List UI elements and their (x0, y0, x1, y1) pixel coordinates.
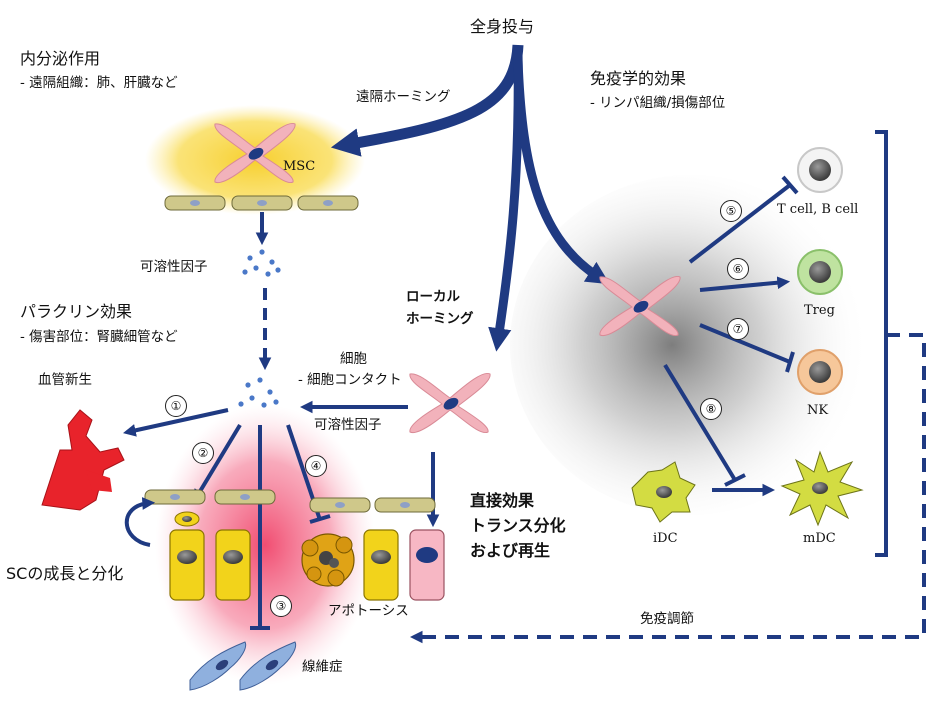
cell-label: 細胞 (340, 351, 367, 367)
sc-growth-arrow (193, 423, 242, 503)
blood-vessel-branch (86, 470, 112, 492)
apoptosis-label: アポトーシス (328, 603, 409, 619)
blood-vessel (41, 409, 125, 511)
sc-cell (215, 529, 251, 601)
tubule (309, 497, 371, 513)
nk-cell (797, 349, 843, 395)
marker-7: ⑦ (727, 318, 749, 340)
soluble-factor-dots-top (242, 249, 281, 277)
soluble-factor-dots-mid (238, 377, 279, 408)
soluble-factor-label-mid: 可溶性因子 (314, 417, 382, 433)
marker-3: ③ (270, 595, 292, 617)
tubule (374, 497, 436, 513)
tubule (214, 489, 276, 505)
sc-cell (363, 529, 399, 601)
marker-4: ④ (305, 455, 327, 477)
tcell-bcell-label: T cell, B cell (777, 202, 859, 217)
fibrosis-label: 線維症 (302, 659, 343, 675)
immune-detail: - リンパ組織/損傷部位 (590, 95, 726, 111)
immune-shadow (510, 175, 870, 515)
immune-homing-arrow (513, 59, 610, 285)
apoptotic-cell (301, 533, 355, 587)
msc-cell-local (409, 372, 491, 434)
dc-inhibit-bar (724, 473, 746, 487)
immunomodulation-arrow (409, 333, 926, 644)
msc-label: MSC (283, 159, 316, 174)
angiogenesis-arrow (122, 408, 229, 437)
distant-homing-label: 遠隔ホーミング (356, 89, 451, 105)
angiogenesis-label: 血管新生 (38, 372, 92, 388)
immunomodulation-label: 免疫調節 (640, 611, 694, 627)
treg-arrow (699, 276, 791, 292)
marker-5: ⑤ (720, 200, 742, 222)
sc-cell (169, 529, 205, 601)
immune-heading: 免疫学的効果 (590, 69, 687, 88)
treg-label: Treg (804, 303, 835, 318)
direct-effect-label: 直接効果 (470, 491, 535, 510)
tb-inhibit-bar (781, 175, 799, 195)
regeneration-label: および再生 (470, 541, 551, 560)
endocrine-heading: 内分泌作用 (20, 49, 101, 68)
tubule (297, 195, 359, 211)
tubule (164, 195, 226, 211)
immune-bracket (875, 130, 888, 557)
idc-cell (631, 461, 696, 523)
tubule (231, 195, 293, 211)
marker-6: ⑥ (727, 258, 749, 280)
transdifferentiated-cell (409, 529, 445, 601)
marker-1: ① (165, 395, 187, 417)
fibroblast (239, 641, 297, 691)
cell-contact-label: - 細胞コンタクト (298, 372, 402, 388)
tubule (144, 489, 206, 505)
systemic-administration-title: 全身投与 (470, 17, 535, 36)
mdc-cell (780, 450, 864, 527)
treg-cell (797, 249, 843, 295)
paracrine-heading: パラクリン効果 (20, 302, 133, 321)
sc-growth-label: SCの成長と分化 (6, 564, 124, 583)
mdc-label: mDC (803, 531, 836, 546)
nk-inhibit-line (699, 323, 791, 364)
self-renewal-arrow (124, 497, 156, 547)
paracrine-detail: - 傷害部位：腎臓細管など (20, 329, 178, 345)
local-homing-label-1: ローカル (406, 289, 460, 305)
marker-8: ⑧ (700, 398, 722, 420)
tb-inhibit-line (688, 183, 792, 264)
transdifferentiation-label: トランス分化 (470, 516, 566, 535)
local-homing-label-2: ホーミング (406, 311, 474, 327)
dc-inhibit-line (663, 363, 737, 482)
nk-inhibit-bar (785, 351, 795, 373)
endocrine-detail: - 遠隔組織：肺、肝臓など (20, 75, 178, 91)
t-b-cell (797, 147, 843, 193)
marker-2: ② (192, 442, 214, 464)
apoptosis-inhibit-bar (309, 514, 331, 524)
idc-label: iDC (653, 531, 678, 546)
soluble-factor-label-top: 可溶性因子 (140, 259, 208, 275)
fibroblast (189, 641, 247, 691)
nk-label: NK (807, 403, 829, 418)
